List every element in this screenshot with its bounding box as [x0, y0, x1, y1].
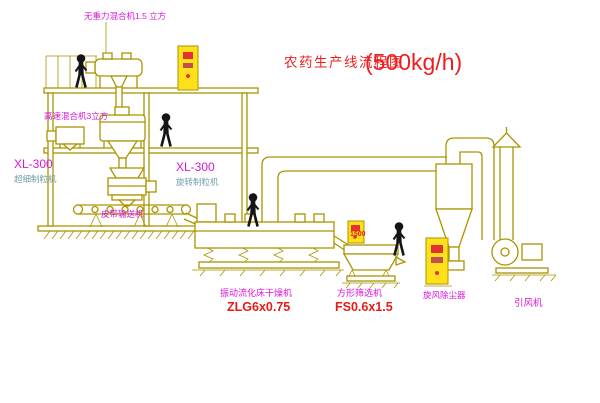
cyclone-separator [435, 163, 473, 271]
label-high-speed-mixer: 高速混合机3立方 [44, 111, 108, 121]
label-dryer-name: 振动流化床干燥机 [220, 287, 292, 298]
worker-sieve-area [392, 221, 406, 257]
diagram-labels: 农药生产线流程图 (500kg/h) 无重力混合机1.5 立方 高速混合机3立方… [14, 11, 543, 314]
label-sieve-name: 方形筛选机 [337, 287, 382, 298]
label-sieve-model: FS0.6x1.5 [335, 300, 393, 314]
label-granulator-left-model: XL-300 [14, 157, 53, 171]
exhaust-duct-secondary [445, 137, 495, 240]
label-cyclone: 旋风除尘器 [423, 290, 466, 300]
exhaust-duct-main [261, 156, 447, 222]
diagram-capacity: (500kg/h) [365, 49, 462, 75]
worker-floor-2 [159, 112, 173, 148]
diagram-title: 农药生产线流程图 [284, 55, 404, 70]
label-granulator-right-model: XL-300 [176, 160, 215, 174]
control-cabinet-3 [347, 220, 365, 244]
label-belt-conveyor: 皮带输送机 [101, 209, 144, 219]
vibration-springs [203, 247, 319, 264]
square-sieve [333, 235, 407, 289]
label-dryer-model: ZLG6x0.75 [227, 300, 290, 314]
label-zero-gravity-mixer: 无重力混合机1.5 立方 [84, 11, 166, 21]
worker-roof-deck [74, 53, 88, 89]
induced-draft-fan [491, 238, 557, 282]
label-fan: 引风机 [514, 297, 543, 309]
label-dimension-1500: 1500 [350, 231, 366, 238]
zero-gravity-mixer [85, 22, 143, 114]
control-cabinet-2 [424, 237, 452, 287]
exhaust-stack [491, 127, 522, 240]
top-railing [45, 55, 97, 88]
small-mixer [46, 126, 85, 151]
high-speed-mixer [99, 106, 146, 169]
sieve-spout [395, 255, 407, 266]
label-granulator-left-name: 超细制粒机 [14, 174, 57, 184]
building-structure [37, 55, 261, 240]
belt-conveyor [72, 204, 204, 228]
control-cabinet-1 [177, 45, 199, 91]
rain-cap [491, 132, 522, 148]
fluid-bed-dryer [192, 203, 344, 277]
label-granulator-right-name: 旋转制粒机 [176, 177, 219, 187]
rotary-granulator [107, 167, 157, 207]
